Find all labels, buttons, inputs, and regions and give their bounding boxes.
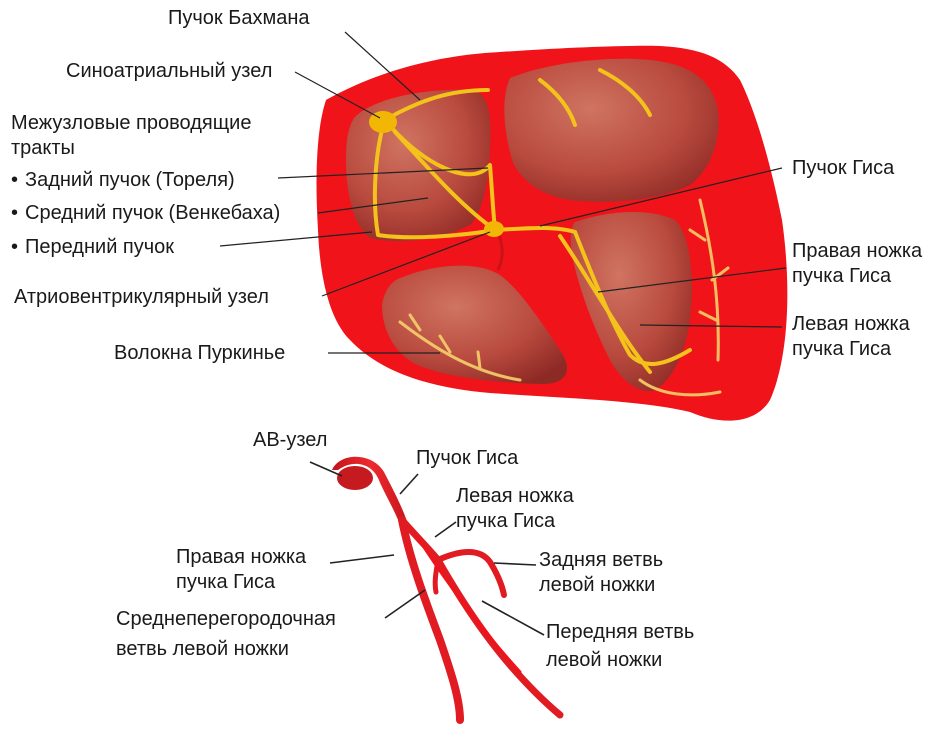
bullet: • <box>11 168 25 193</box>
label-anterior-tract: •Передний пучок <box>11 235 174 260</box>
label-schematic-left-bundle-line2: пучка Гиса <box>456 509 555 534</box>
bullet: • <box>11 235 25 260</box>
label-anterior-fascicle-line1: Передняя ветвь <box>546 620 694 645</box>
label-posterior-tract-text: Задний пучок (Тореля) <box>25 169 235 191</box>
av-node <box>484 221 504 237</box>
label-posterior-fascicle-line2: левой ножки <box>539 573 655 598</box>
label-anterior-tract-text: Передний пучок <box>25 236 174 258</box>
right-atrium <box>346 90 490 241</box>
label-right-bundle-branch-line1: Правая ножка <box>792 239 922 264</box>
label-internodal-tracts-line2: тракты <box>11 136 75 161</box>
label-septal-fascicle-line2: ветвь левой ножки <box>116 637 289 662</box>
label-schematic-his-bundle: Пучок Гиса <box>416 446 518 471</box>
label-schematic-left-bundle-line1: Левая ножка <box>456 484 574 509</box>
label-schematic-right-bundle-line1: Правая ножка <box>176 545 306 570</box>
label-left-bundle-branch-line1: Левая ножка <box>792 312 910 337</box>
label-av-node: Атриовентрикулярный узел <box>14 285 269 310</box>
label-septal-fascicle-line1: Среднеперегородочная <box>116 607 336 632</box>
label-anterior-fascicle-line2: левой ножки <box>546 648 662 673</box>
left-atrium <box>504 59 718 202</box>
label-posterior-fascicle-line1: Задняя ветвь <box>539 548 663 573</box>
heart-illustration <box>317 46 788 421</box>
label-right-bundle-branch-line2: пучка Гиса <box>792 264 891 289</box>
label-purkinje-fibers: Волокна Пуркинье <box>114 341 285 366</box>
label-internodal-tracts-line1: Межузловые проводящие <box>11 111 251 136</box>
label-left-bundle-branch-line2: пучка Гиса <box>792 337 891 362</box>
bullet: • <box>11 201 25 226</box>
label-sa-node: Синоатриальный узел <box>66 59 272 84</box>
label-bachmann-bundle: Пучок Бахмана <box>168 6 310 31</box>
label-his-bundle: Пучок Гиса <box>792 156 894 181</box>
label-schematic-right-bundle-line2: пучка Гиса <box>176 570 275 595</box>
label-posterior-tract: •Задний пучок (Тореля) <box>11 168 235 193</box>
label-middle-tract: •Средний пучок (Венкебаха) <box>11 201 280 226</box>
schematic-av-node <box>337 466 373 490</box>
label-schematic-av-node: АВ-узел <box>253 428 327 453</box>
label-middle-tract-text: Средний пучок (Венкебаха) <box>25 202 280 224</box>
